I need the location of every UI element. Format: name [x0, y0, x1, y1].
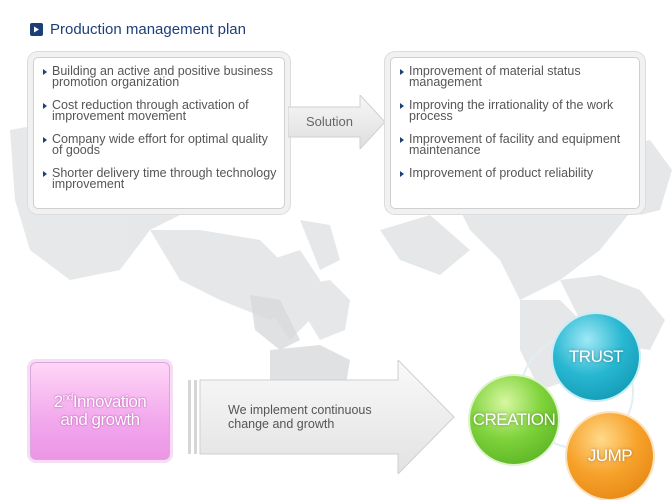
- section-header: Production management plan: [30, 20, 246, 38]
- solution-arrow-icon: [288, 95, 386, 149]
- list-item: Company wide effort for optimal quality …: [42, 132, 278, 157]
- section-title: Production management plan: [50, 20, 246, 38]
- list-item: Improvement of facility and equipment ma…: [399, 132, 633, 157]
- list-item-text: Building an active and positive business…: [52, 64, 273, 89]
- list-item-text: Improvement of product reliability: [409, 166, 594, 180]
- innovation-line1: Innovation: [72, 392, 147, 411]
- bullet-arrow-icon: [400, 137, 404, 143]
- list-item: Improving the irrationality of the work …: [399, 98, 633, 123]
- innovation-ordinal: 2: [53, 392, 63, 411]
- growth-statement: We implement continuous change and growt…: [228, 403, 372, 431]
- jump-circle: JUMP: [567, 413, 653, 499]
- growth-arrow-icon: [188, 360, 455, 474]
- bullet-arrow-icon: [400, 69, 404, 75]
- list-item-text: Improving the irrationality of the work …: [409, 98, 614, 123]
- jump-label: JUMP: [587, 446, 633, 465]
- problems-panel: Building an active and positive business…: [33, 57, 285, 209]
- growth-statement-line1: We implement continuous: [228, 403, 372, 417]
- innovation-box: 2ndInnovation and growth: [30, 362, 170, 460]
- bullet-arrow-icon: [400, 103, 404, 109]
- list-item: Cost reduction through activation of imp…: [42, 98, 278, 123]
- bullet-arrow-icon: [43, 103, 47, 109]
- bullet-arrow-icon: [43, 171, 47, 177]
- list-item-text: Improvement of facility and equipment ma…: [409, 132, 621, 157]
- solutions-panel: Improvement of material status managemen…: [390, 57, 640, 209]
- creation-circle: CREATION: [470, 376, 558, 464]
- innovation-ordinal-suffix: nd: [62, 392, 74, 404]
- trust-circle: TRUST: [553, 314, 639, 400]
- list-item-text: Cost reduction through activation of imp…: [52, 98, 249, 123]
- bullet-arrow-icon: [400, 171, 404, 177]
- list-item-text: Improvement of material status managemen…: [409, 64, 581, 89]
- trust-label: TRUST: [568, 347, 624, 366]
- innovation-line2: and growth: [60, 410, 140, 429]
- innovation-label: 2ndInnovation and growth: [54, 393, 147, 429]
- arrow-right-square-icon: [30, 22, 43, 36]
- list-item: Improvement of material status managemen…: [399, 64, 633, 89]
- solution-label: Solution: [306, 114, 353, 129]
- list-item: Shorter delivery time through technology…: [42, 166, 278, 191]
- list-item: Building an active and positive business…: [42, 64, 278, 89]
- list-item: Improvement of product reliability: [399, 166, 633, 180]
- list-item-text: Company wide effort for optimal quality …: [52, 132, 268, 157]
- growth-statement-line2: change and growth: [228, 417, 335, 431]
- creation-label: CREATION: [472, 410, 556, 429]
- bullet-arrow-icon: [43, 69, 47, 75]
- bullet-arrow-icon: [43, 137, 47, 143]
- list-item-text: Shorter delivery time through technology…: [52, 166, 277, 191]
